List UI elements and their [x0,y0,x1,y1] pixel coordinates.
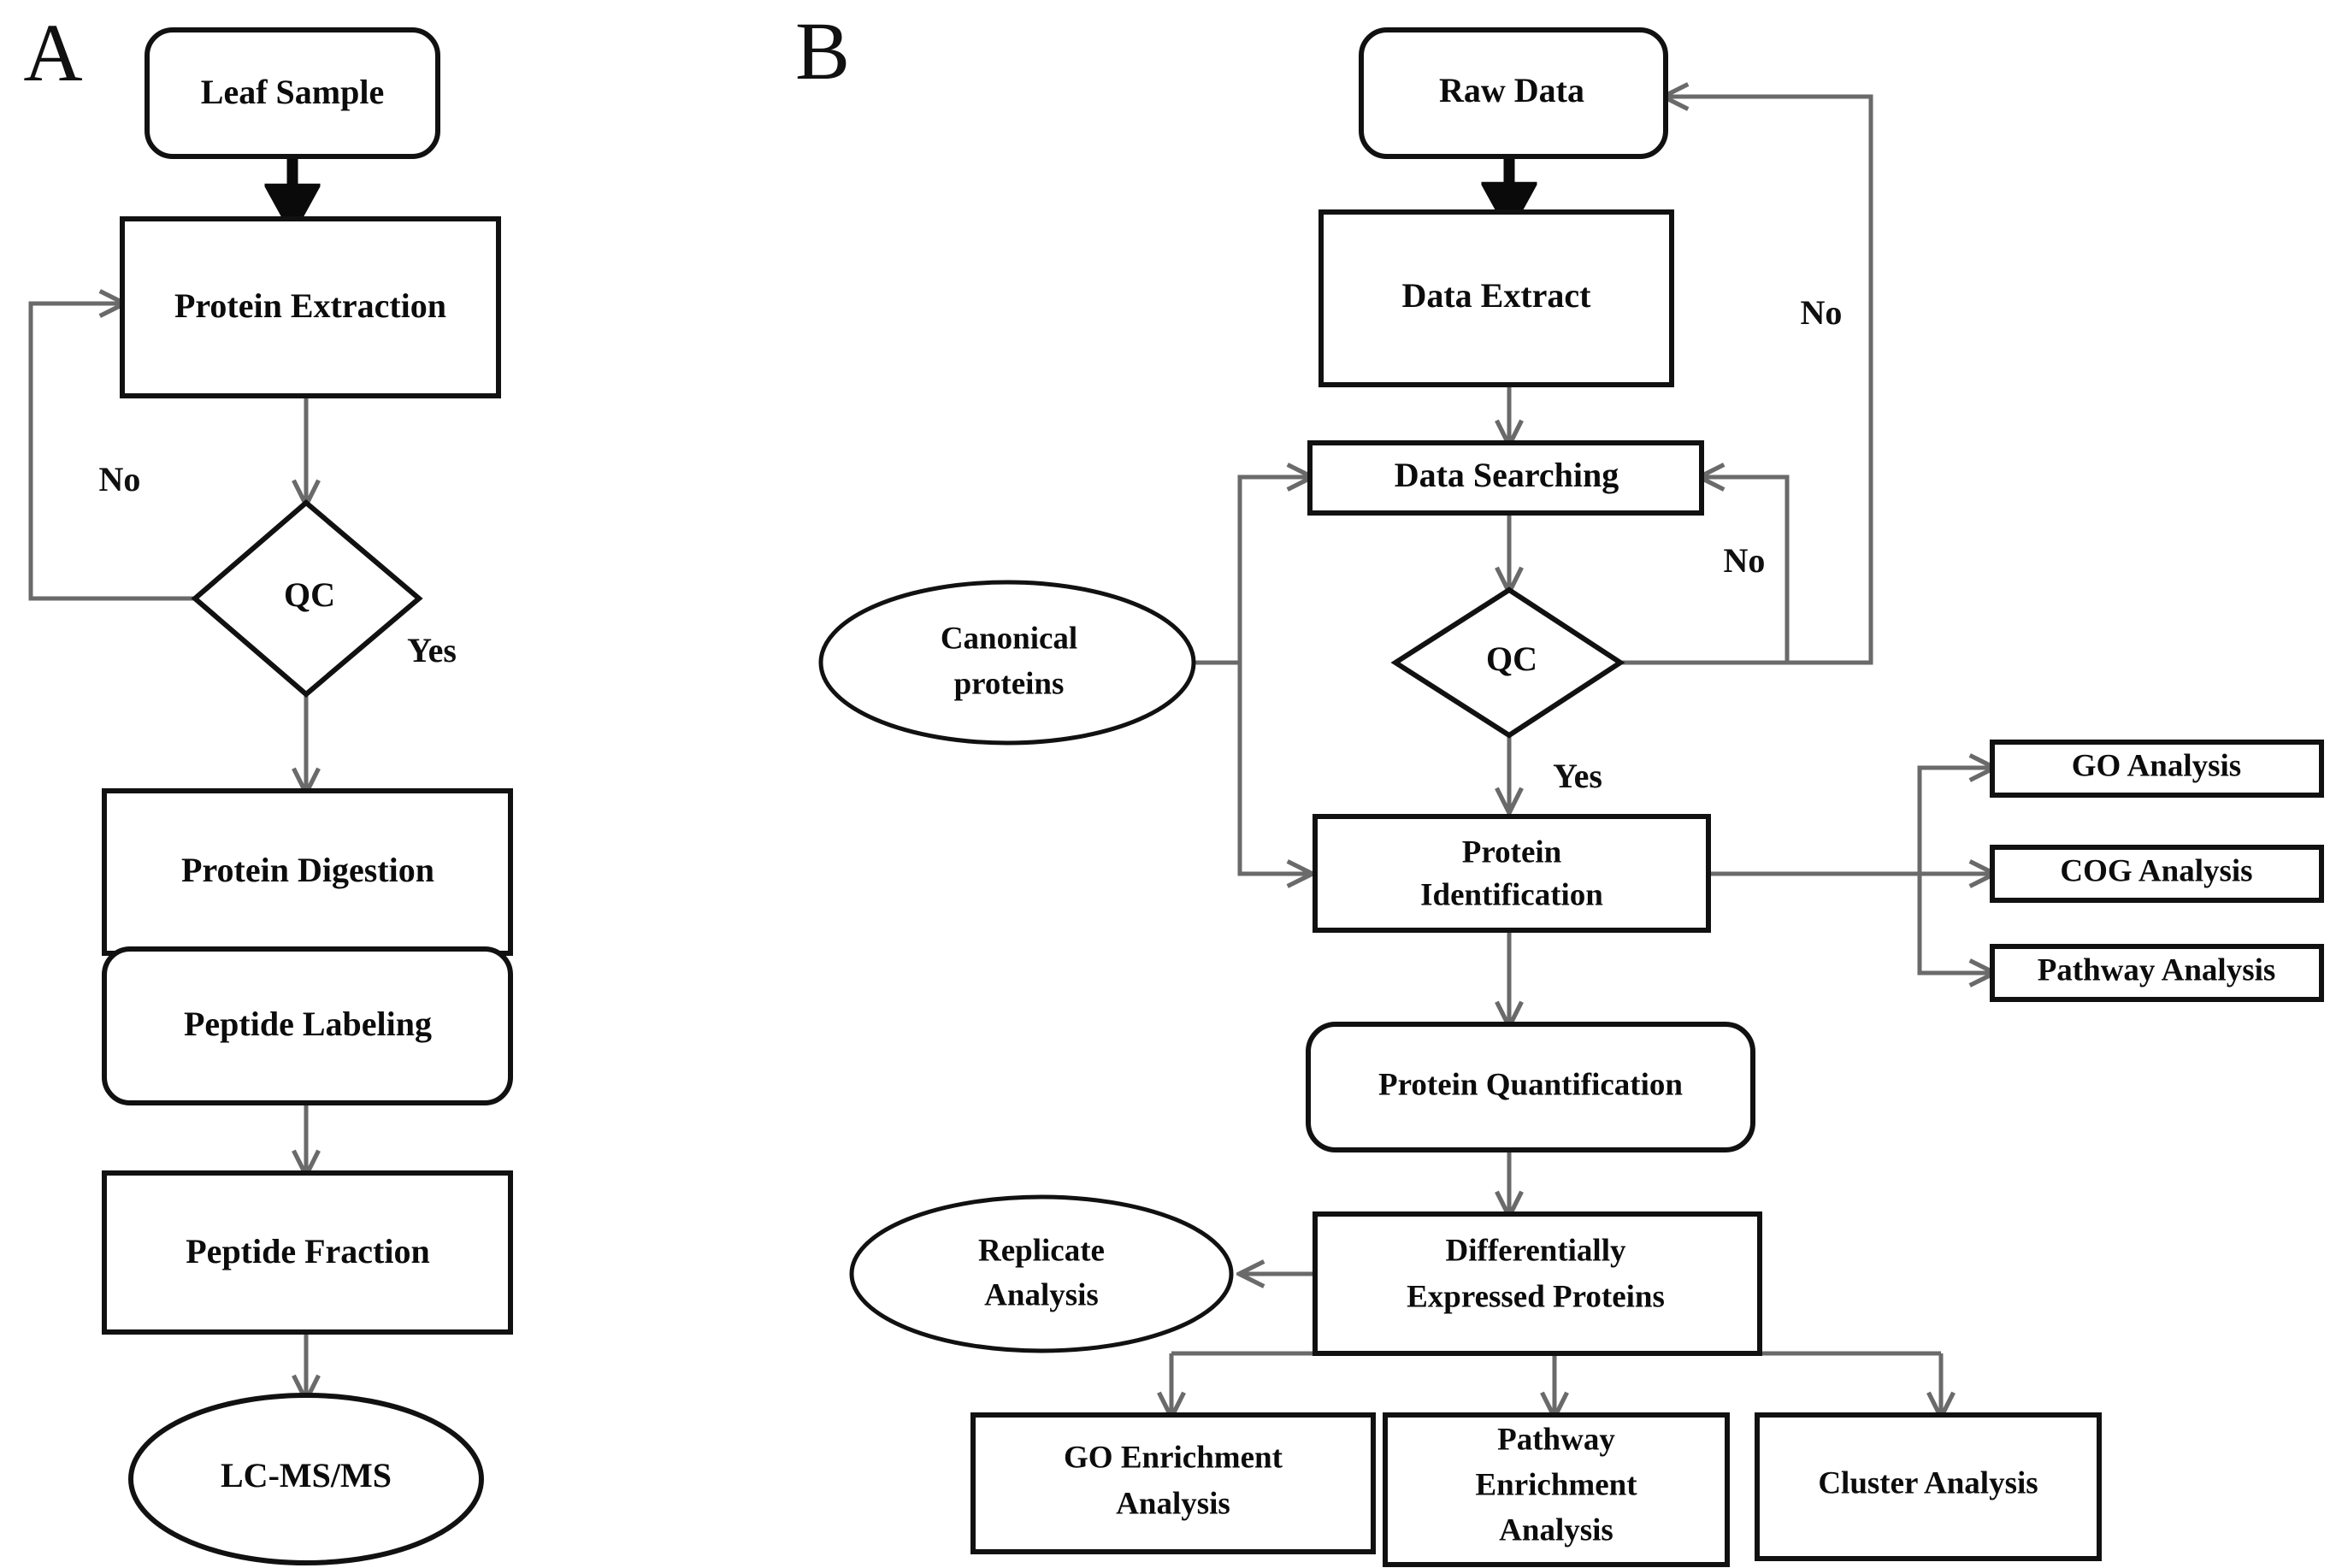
node-canonical-proteins-label-line1: Canonical [941,621,1077,656]
node-protein-extraction-label: Protein Extraction [174,286,446,325]
node-go-enrichment-analysis[interactable] [970,1412,1376,1554]
node-protein-quantification-label: Protein Quantification [1378,1067,1683,1102]
node-cog-analysis-label: COG Analysis [2060,853,2252,888]
edge-proteinidentification-to-pathwayanalysis [1917,874,1992,973]
node-pathway-enrichment-analysis[interactable] [1383,1412,1730,1567]
node-data-extract-label: Data Extract [1401,276,1591,315]
node-protein-extraction[interactable] [120,216,501,398]
node-protein-digestion[interactable] [102,788,513,956]
node-peptide-fraction[interactable] [102,1170,513,1335]
node-raw-data-label: Raw Data [1439,71,1584,109]
node-cog-analysis[interactable] [1990,845,2324,903]
node-data-searching[interactable] [1307,440,1704,516]
edge-canonicalproteins-to-proteinidentification [1237,663,1310,874]
node-canonical-proteins[interactable] [818,580,1196,746]
node-go-enrichment-label-line2: Analysis [1116,1486,1230,1521]
node-go-analysis[interactable] [1990,740,2324,798]
edge-qcb-no-to-datasearching [1620,477,1790,665]
node-canonical-proteins-label-line2: proteins [954,666,1065,701]
node-lc-ms-ms[interactable] [128,1393,484,1565]
edge-proteinidentification-to-goanalysis [1917,768,1992,874]
node-raw-data[interactable] [1359,27,1668,159]
node-peptide-labeling-label: Peptide Labeling [184,1005,432,1043]
node-protein-quantification[interactable] [1306,1022,1755,1152]
node-dep-label-line1: Differentially [1446,1233,1626,1268]
node-qc-a[interactable] [191,499,423,698]
node-qc-b[interactable] [1390,587,1625,739]
node-pathway-enrichment-label-line2: Enrichment [1475,1467,1637,1502]
edge-canonicalproteins-to-datasearching [1237,477,1310,663]
node-protein-identification-label-line1: Protein [1462,834,1562,869]
node-protein-digestion-label: Protein Digestion [181,851,434,889]
node-leaf-sample-label: Leaf Sample [201,73,384,111]
edge-qc-no-to-proteinextraction [28,304,195,601]
node-peptide-fraction-label: Peptide Fraction [186,1232,430,1270]
node-leaf-sample[interactable] [145,27,440,159]
node-data-searching-label: Data Searching [1395,456,1619,494]
node-cluster-analysis[interactable] [1755,1412,2102,1561]
node-protein-identification-label-line2: Identification [1420,877,1603,912]
edge-label-qcb-no-outer: No [1801,293,1843,332]
node-lc-ms-ms-label: LC-MS/MS [221,1456,392,1494]
node-protein-identification[interactable] [1313,814,1711,933]
node-qc-b-label: QC [1486,640,1537,678]
edge-label-qc-a-no: No [99,460,141,498]
edge-label-qcb-yes: Yes [1553,757,1602,795]
node-dep-label-line2: Expressed Proteins [1407,1279,1665,1314]
node-replicate-analysis[interactable] [849,1194,1234,1353]
edge-label-qc-a-yes: Yes [407,631,457,669]
edge-label-qcb-no-inner: No [1724,541,1766,580]
node-cluster-analysis-label: Cluster Analysis [1818,1465,2038,1500]
node-differentially-expressed-proteins[interactable] [1313,1211,1762,1356]
node-data-extract[interactable] [1318,209,1674,387]
node-go-enrichment-label-line1: GO Enrichment [1064,1440,1283,1475]
node-replicate-analysis-label-line1: Replicate [978,1233,1105,1268]
node-replicate-analysis-label-line2: Analysis [984,1277,1099,1312]
panel-a-letter: A [23,7,82,98]
node-pathway-enrichment-label-line1: Pathway [1497,1422,1615,1457]
node-go-analysis-label: GO Analysis [2072,748,2241,783]
node-pathway-analysis[interactable] [1990,944,2324,1002]
panel-b-letter: B [795,5,850,97]
node-pathway-enrichment-label-line3: Analysis [1499,1512,1613,1547]
edge-qcb-no-to-rawdata [1666,97,1873,665]
node-pathway-analysis-label: Pathway Analysis [2038,952,2276,987]
node-qc-a-label: QC [284,575,335,614]
node-peptide-labeling[interactable] [102,946,513,1105]
